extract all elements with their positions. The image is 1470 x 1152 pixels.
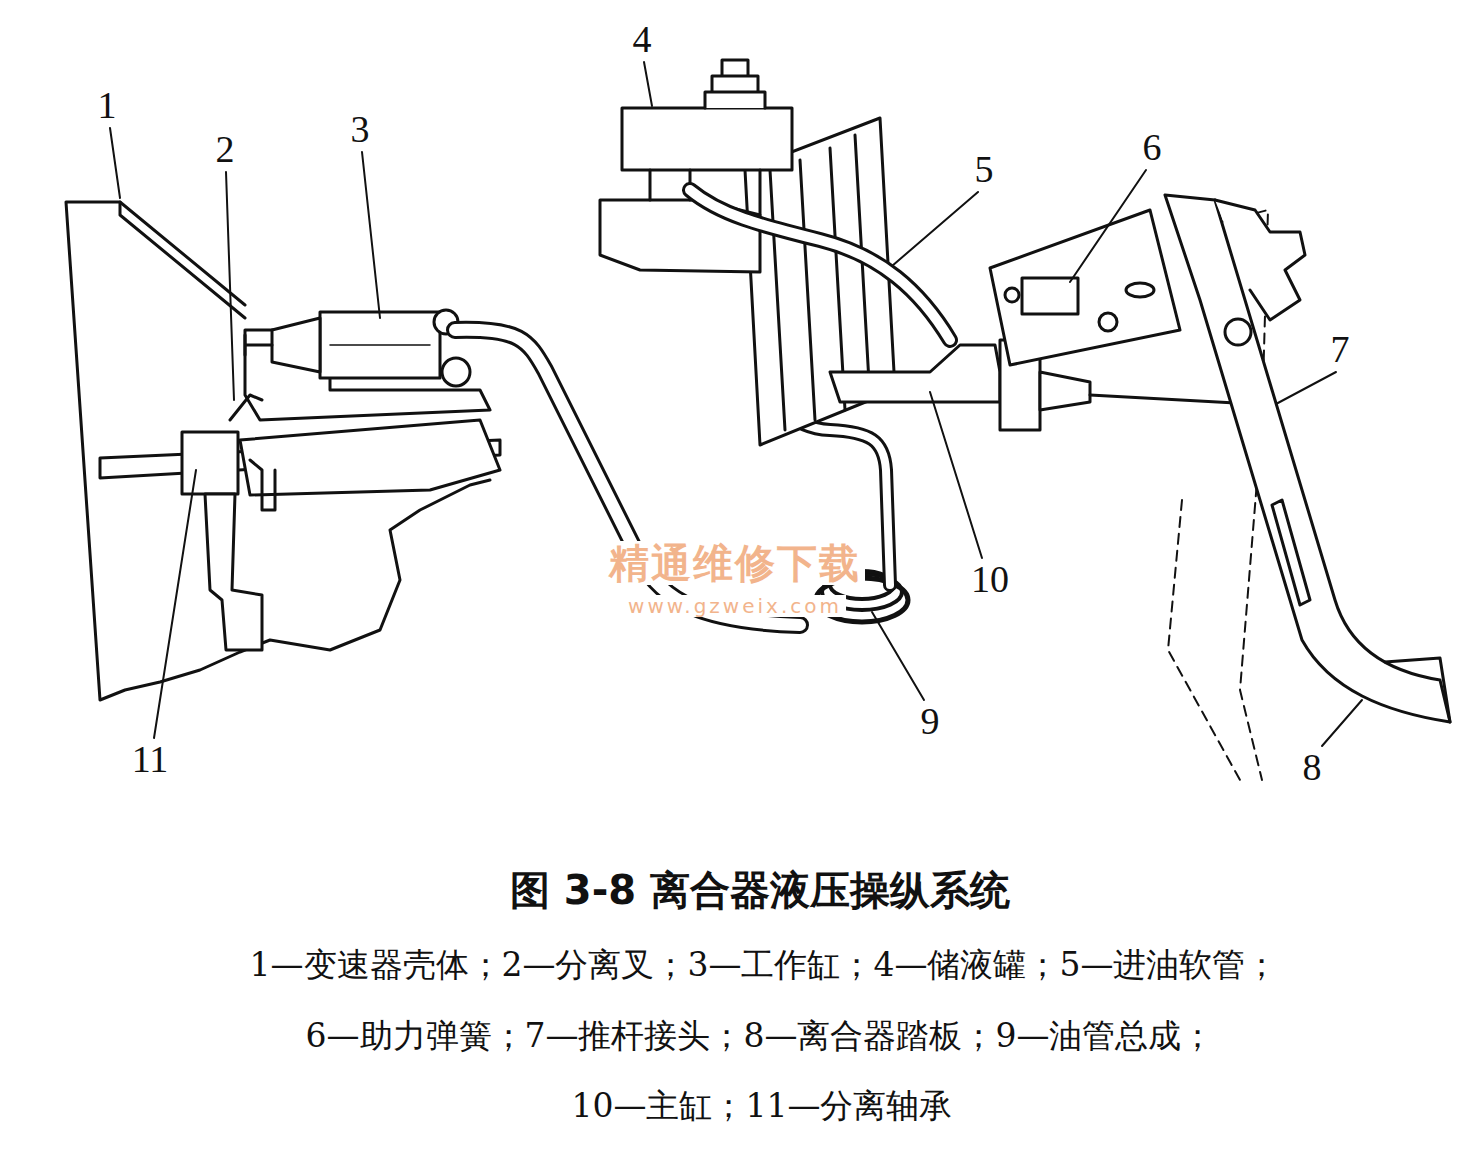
bracket-hole: [1099, 313, 1117, 331]
fork-arm: [230, 395, 275, 510]
bracket-hole: [1005, 288, 1019, 302]
shaft-housing: [240, 420, 500, 495]
callout-number: 11: [132, 739, 169, 781]
release-bearing: [182, 432, 238, 494]
pedal-pivot: [1225, 319, 1251, 345]
pedal-top: [1215, 200, 1305, 320]
leader-line: [154, 470, 196, 738]
pedal-slot: [1272, 500, 1310, 605]
callout-number: 6: [1143, 127, 1162, 169]
leader-line: [892, 192, 978, 266]
pedal-pad: [1385, 658, 1450, 722]
leader-line: [930, 392, 982, 558]
cylinder-axis: [330, 344, 430, 346]
pedal-bracket: [990, 210, 1180, 365]
inlet-hose-inner: [690, 190, 950, 340]
callout-number: 5: [975, 149, 994, 191]
callout-number: 10: [971, 559, 1009, 601]
cylinder-boot: [1040, 372, 1090, 410]
leader-line: [1070, 170, 1146, 282]
bracket-hole: [1126, 283, 1154, 297]
fluid-reservoir: [622, 108, 792, 170]
callout-number: 1: [98, 85, 117, 127]
leader-line: [644, 62, 652, 106]
leader-line: [872, 612, 924, 700]
master-cylinder: [830, 345, 1000, 402]
callout-number: 7: [1331, 329, 1350, 371]
callout-number: 3: [351, 109, 370, 151]
figure-caption: 图 3-8 离合器液压操纵系统: [510, 868, 1010, 912]
leader-lines: [110, 62, 1362, 746]
leader-line: [1322, 700, 1362, 746]
parts-list-line: 6—助力弹簧；7—推杆接头；8—离合器踏板；9—油管总成；: [306, 1018, 1215, 1054]
push-rod: [245, 335, 272, 355]
assist-spring: [1022, 278, 1078, 314]
callout-number: 9: [921, 701, 940, 743]
leader-line: [226, 172, 234, 400]
parts-list-line: 10—主缸；11—分离轴承: [572, 1088, 953, 1124]
callout-number: 2: [216, 129, 235, 171]
leader-line: [110, 128, 120, 198]
release-fork: [205, 494, 262, 650]
callout-number: 4: [633, 19, 652, 61]
cylinder-boot: [272, 318, 320, 372]
callout-number: 8: [1303, 747, 1322, 789]
inlet-hose-outer: [690, 190, 950, 340]
housing-lip: [120, 202, 245, 318]
pipe-fitting: [442, 358, 470, 386]
working-cylinder: [320, 312, 440, 378]
clutch-pedal: [1165, 195, 1450, 722]
watermark: 精通维修下载: [605, 541, 865, 585]
leader-line: [1276, 372, 1336, 404]
parts-list-line: 1—变速器壳体；2—分离叉；3—工作缸；4—储液罐；5—进油软管；: [250, 947, 1279, 983]
leader-line: [362, 152, 380, 318]
reservoir-cap: [705, 60, 765, 108]
watermark-url: www.gzweix.com: [624, 595, 846, 617]
